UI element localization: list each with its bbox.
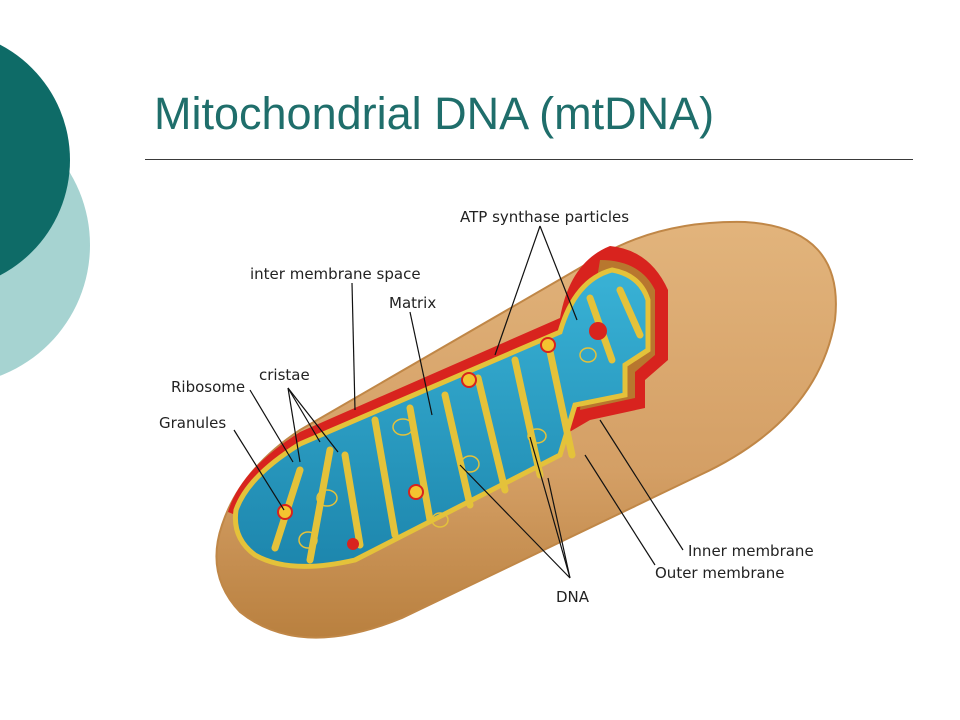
label-ribosome: Ribosome [171,378,245,396]
dna-loops [298,347,597,549]
label-cristae: cristae [259,366,310,384]
leader-lines [233,225,684,579]
matrix-region [232,267,651,569]
title-divider [145,159,913,160]
label-granules: Granules [159,414,226,432]
label-matrix: Matrix [389,294,436,312]
dark-teal-circle [0,44,70,276]
label-dna: DNA [556,588,590,606]
label-intermembrane-space: inter membrane space [250,265,421,283]
label-outer-membrane: Outer membrane [655,564,784,582]
label-inner-membrane: Inner membrane [688,542,814,560]
granules [277,322,607,550]
slide-title: Mitochondrial DNA (mtDNA) [154,88,715,139]
label-atp-synthase: ATP synthase particles [460,208,629,226]
